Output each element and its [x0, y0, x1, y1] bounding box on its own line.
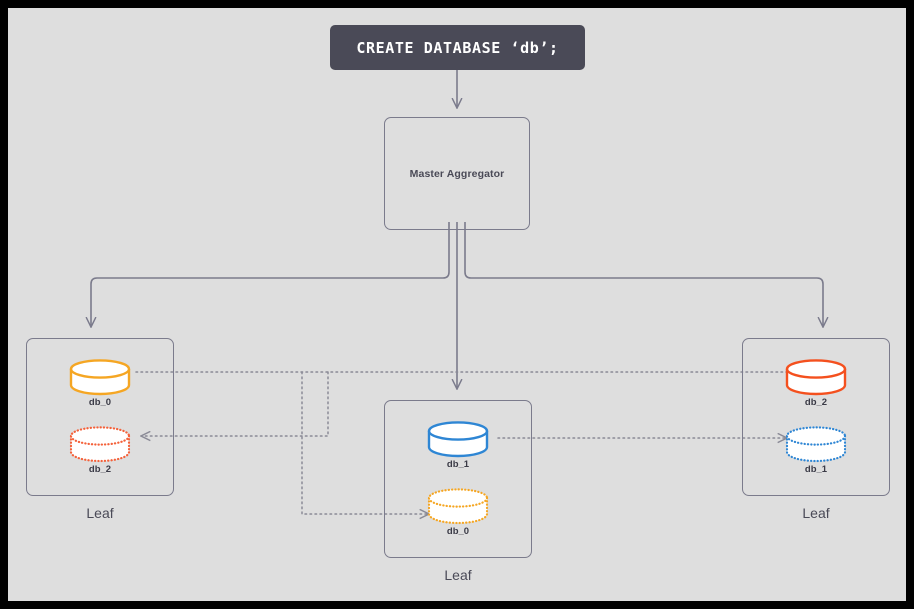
database-label: db_2 [804, 397, 828, 408]
edge-master-to-leaf-left [91, 222, 450, 326]
cylinder-icon [427, 488, 489, 525]
leaf-node-right[interactable] [742, 338, 890, 496]
sql-command-text: CREATE DATABASE ‘db’; [356, 38, 559, 57]
database-cylinder-leaf-mid-db1[interactable]: db_1 [427, 421, 489, 470]
database-label: db_2 [88, 464, 112, 475]
leaf-node-left[interactable] [26, 338, 174, 496]
database-cylinder-leaf-left-db2[interactable]: db_2 [69, 426, 131, 475]
database-cylinder-leaf-mid-db0[interactable]: db_0 [427, 488, 489, 537]
cylinder-icon [69, 426, 131, 463]
cylinder-icon [785, 426, 847, 463]
database-label: db_0 [88, 397, 112, 408]
cylinder-icon [69, 359, 131, 396]
database-cylinder-leaf-left-db0[interactable]: db_0 [69, 359, 131, 408]
cylinder-icon [785, 359, 847, 396]
master-aggregator-label: Master Aggregator [409, 167, 505, 180]
sql-command-box: CREATE DATABASE ‘db’; [330, 25, 585, 70]
master-aggregator-node[interactable]: Master Aggregator [384, 117, 530, 230]
leaf-label-left: Leaf [86, 505, 114, 521]
database-cylinder-leaf-right-db1[interactable]: db_1 [785, 426, 847, 475]
database-cylinder-leaf-right-db2[interactable]: db_2 [785, 359, 847, 408]
database-label: db_1 [446, 459, 470, 470]
edge-master-to-leaf-right [464, 222, 823, 326]
leaf-label-right: Leaf [802, 505, 830, 521]
leaf-node-middle[interactable] [384, 400, 532, 558]
database-label: db_0 [446, 526, 470, 537]
cylinder-icon [427, 421, 489, 458]
leaf-label-middle: Leaf [444, 567, 472, 583]
database-label: db_1 [804, 464, 828, 475]
diagram-canvas: CREATE DATABASE ‘db’; Master Aggregator … [8, 8, 906, 601]
